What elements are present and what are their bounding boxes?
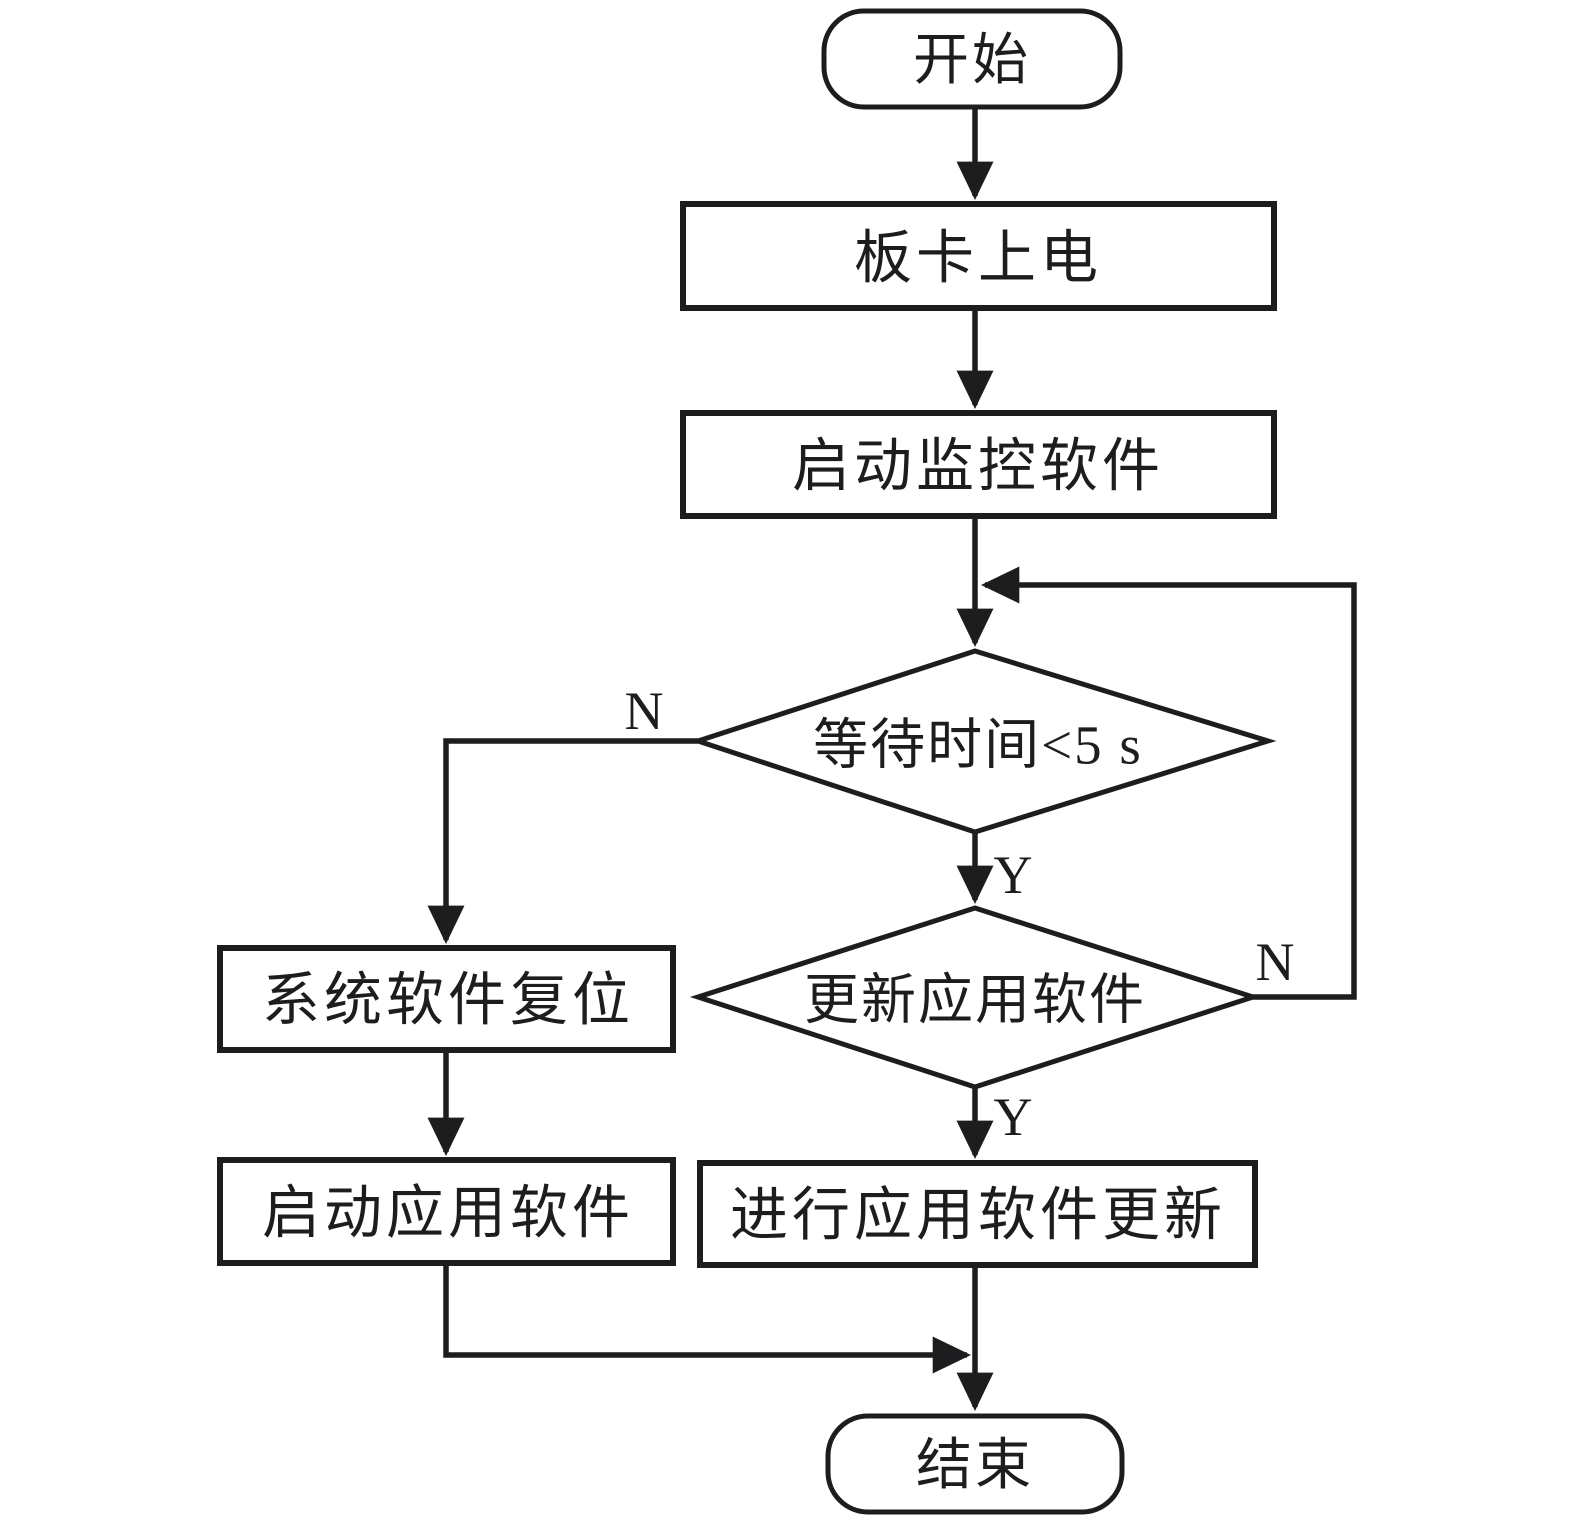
edge-update-no-loopback bbox=[981, 566, 1357, 1000]
node-wait-check-label: 等待时间<5 s bbox=[813, 715, 1143, 776]
node-wait-check[interactable]: 等待时间<5 s bbox=[689, 648, 1277, 835]
node-power-on-label: 板卡上电 bbox=[854, 226, 1102, 291]
node-end-label: 结束 bbox=[916, 1435, 1034, 1497]
edge-start-app-to-merge bbox=[443, 1263, 971, 1374]
node-power-on[interactable]: 板卡上电 bbox=[680, 201, 1277, 311]
node-start-app-label: 启动应用软件 bbox=[262, 1181, 634, 1246]
edge-wait-no-to-sys-reset bbox=[427, 738, 698, 944]
node-sys-reset[interactable]: 系统软件复位 bbox=[217, 945, 676, 1053]
node-start-monitor[interactable]: 启动监控软件 bbox=[680, 410, 1277, 519]
node-update-check-label: 更新应用软件 bbox=[804, 970, 1146, 1031]
node-start-app[interactable]: 启动应用软件 bbox=[217, 1157, 676, 1266]
branch-label-wait-no: N bbox=[625, 681, 664, 741]
node-start-monitor-label: 启动监控软件 bbox=[792, 434, 1164, 499]
branch-label-update-yes: Y bbox=[994, 1087, 1033, 1147]
node-start-label: 开始 bbox=[913, 30, 1031, 92]
branch-label-update-no: N bbox=[1256, 932, 1295, 992]
node-sys-reset-label: 系统软件复位 bbox=[262, 968, 634, 1033]
node-update-check[interactable]: 更新应用软件 bbox=[689, 905, 1262, 1090]
node-end[interactable]: 结束 bbox=[825, 1413, 1125, 1515]
node-do-update-label: 进行应用软件更新 bbox=[730, 1183, 1226, 1248]
branch-label-wait-yes: Y bbox=[994, 845, 1033, 905]
node-start[interactable]: 开始 bbox=[821, 8, 1123, 110]
node-do-update[interactable]: 进行应用软件更新 bbox=[697, 1160, 1258, 1268]
